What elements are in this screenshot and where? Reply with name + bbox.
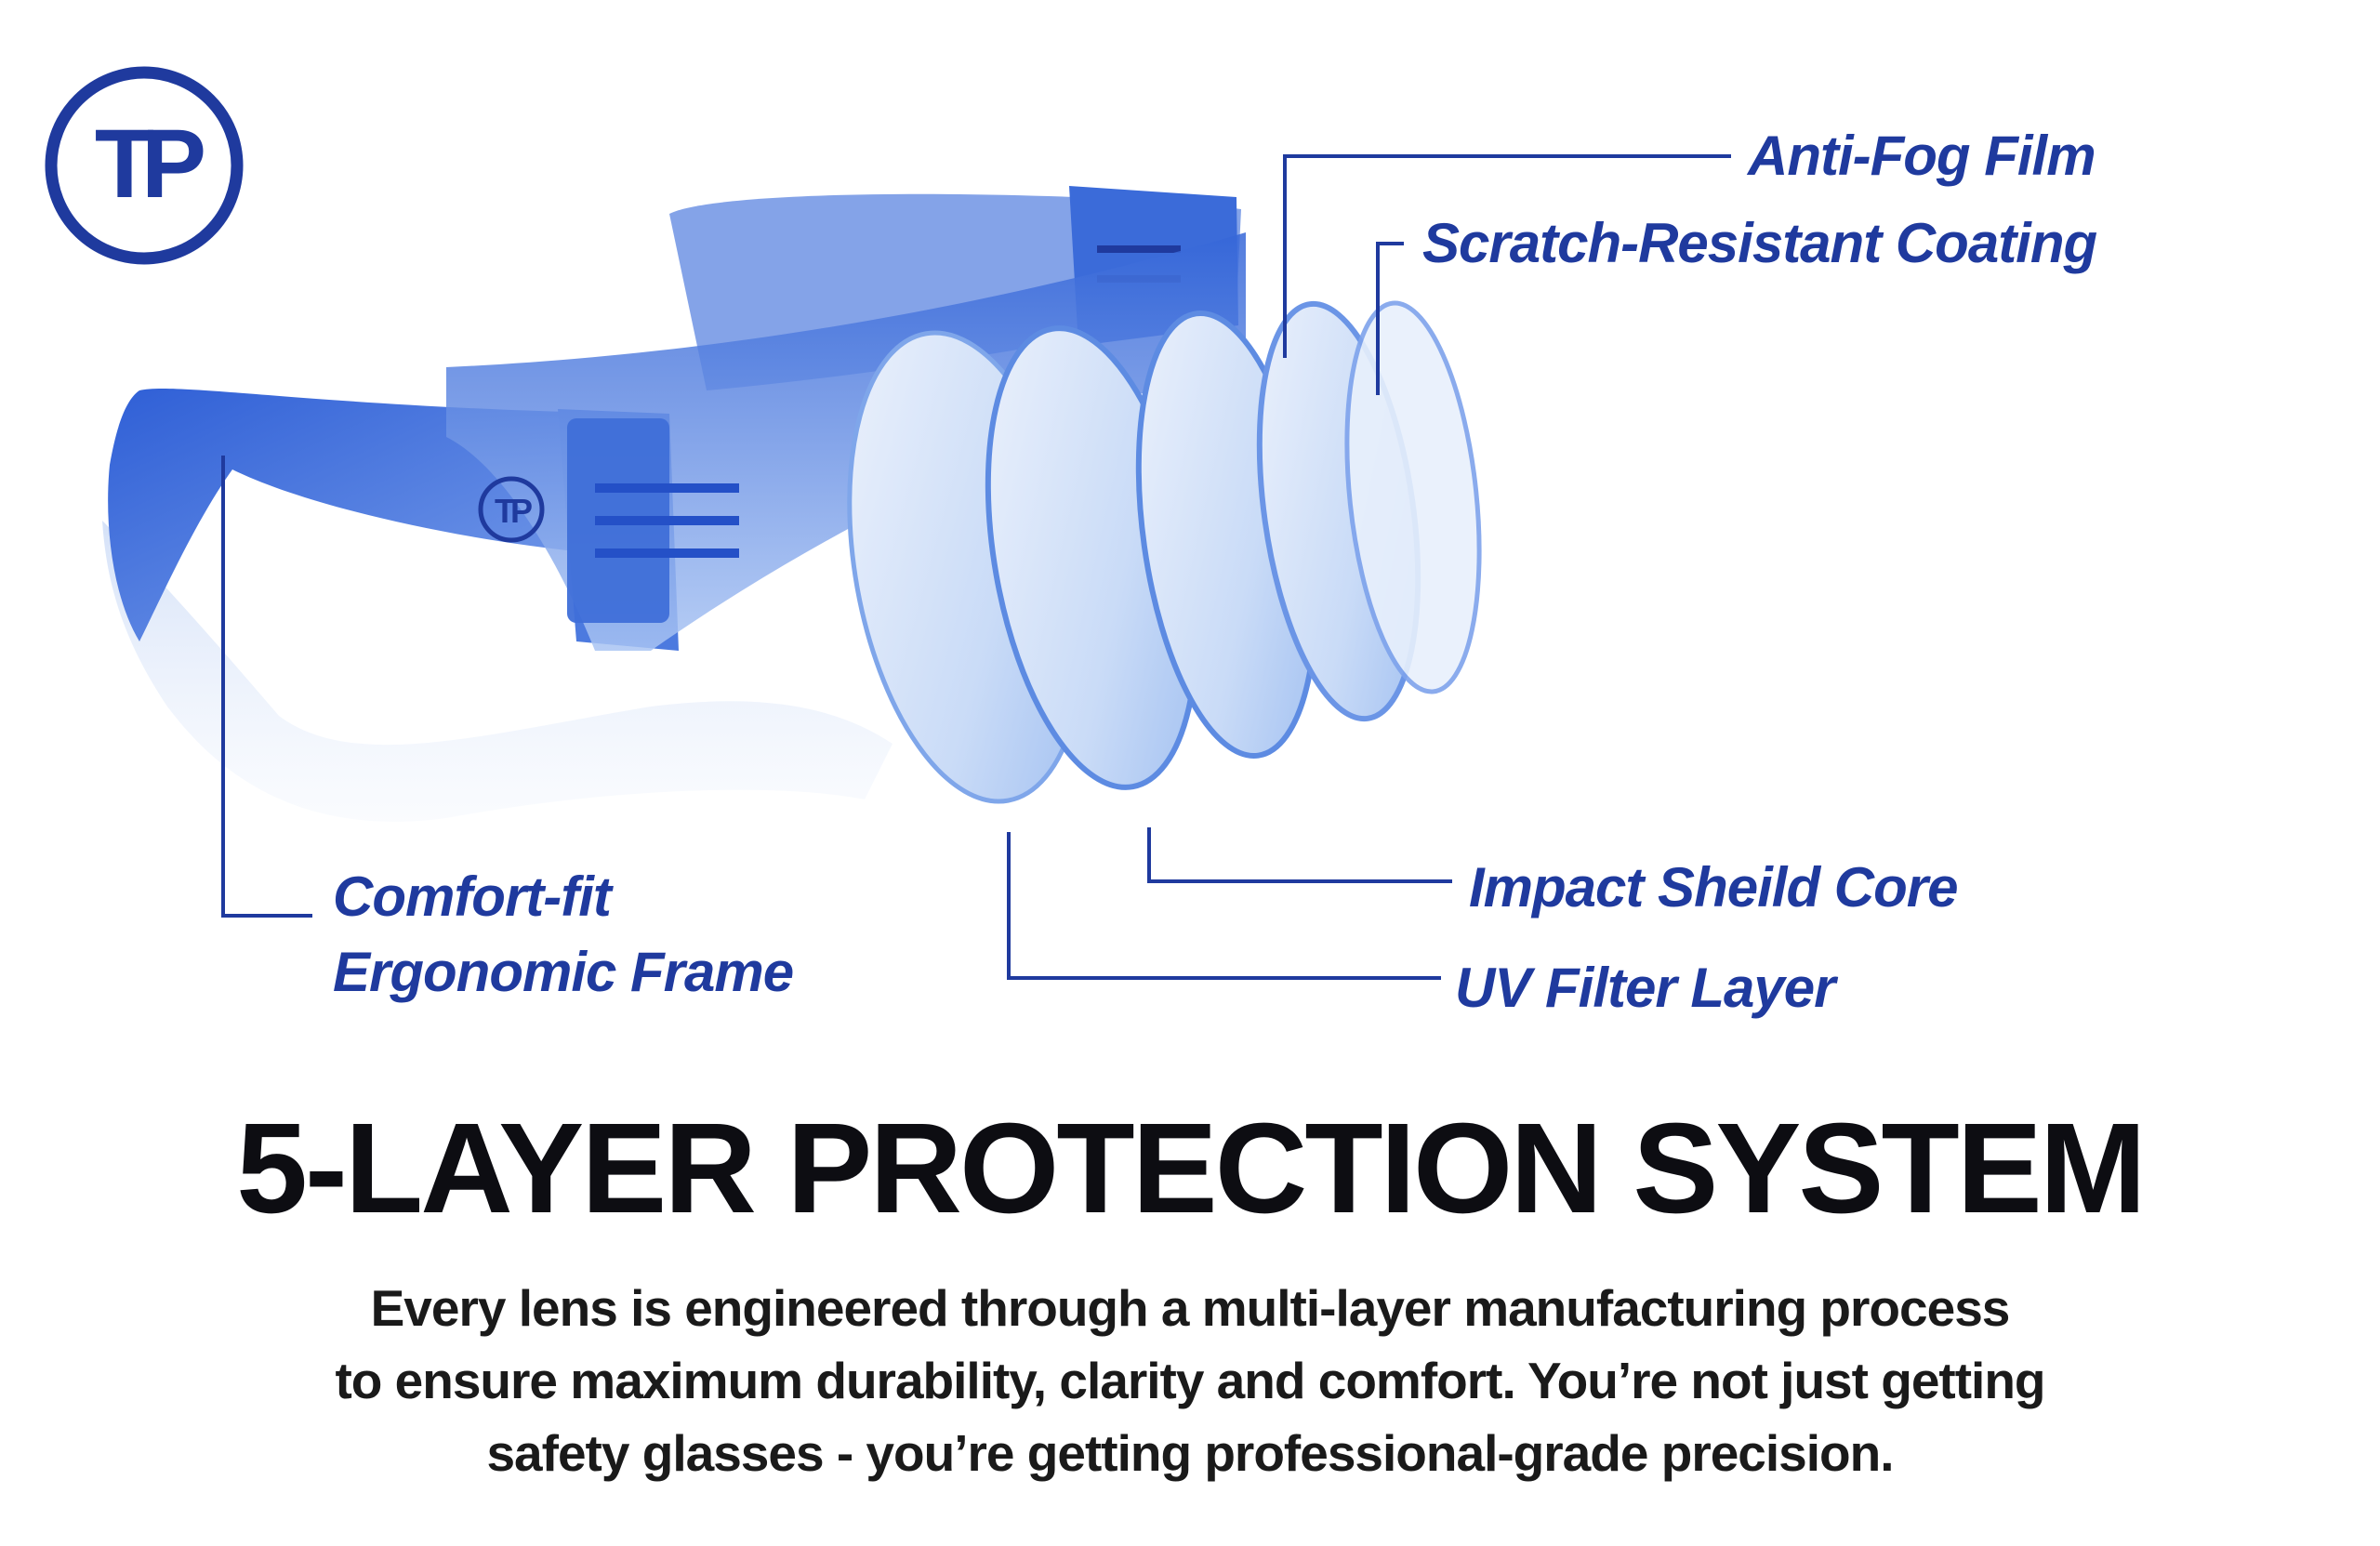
arm-reflection bbox=[102, 521, 892, 822]
description-line3: safety glasses - you’re getting professi… bbox=[486, 1424, 1894, 1482]
leader-impact bbox=[1147, 827, 1452, 883]
headline: 5-LAYER PROTECTION SYSTEM bbox=[236, 1097, 2147, 1240]
callout-anti-fog-film: Anti-Fog Film bbox=[1748, 125, 2096, 187]
lens-layers bbox=[847, 300, 1482, 804]
callout-ergonomic-frame: Comfort-fit Ergonomic Frame bbox=[333, 859, 794, 1010]
leader-comfort bbox=[221, 456, 312, 918]
brand-logo: TP bbox=[45, 66, 244, 265]
logo-lettering: TP bbox=[95, 110, 204, 218]
callout-ergonomic-frame-line1: Comfort-fit bbox=[333, 865, 612, 928]
callout-lines bbox=[221, 154, 1731, 980]
arm-logo-mark: TP bbox=[495, 492, 532, 530]
callout-uv-filter-layer: UV Filter Layer bbox=[1455, 957, 1835, 1019]
leader-scratch bbox=[1376, 242, 1404, 395]
description: Every lens is engineered through a multi… bbox=[0, 1272, 2380, 1489]
callout-impact-shield-core: Impact Sheild Core bbox=[1469, 856, 1958, 918]
description-line1: Every lens is engineered through a multi… bbox=[370, 1279, 2011, 1337]
callout-ergonomic-frame-line2: Ergonomic Frame bbox=[333, 941, 794, 1003]
leader-anti-fog bbox=[1283, 154, 1731, 358]
description-line2: to ensure maximum durability, clarity an… bbox=[335, 1352, 2045, 1409]
leader-uv bbox=[1007, 832, 1441, 980]
callout-scratch-resistant-coating: Scratch-Resistant Coating bbox=[1422, 212, 2097, 274]
lens-layer-5 bbox=[1344, 300, 1482, 694]
